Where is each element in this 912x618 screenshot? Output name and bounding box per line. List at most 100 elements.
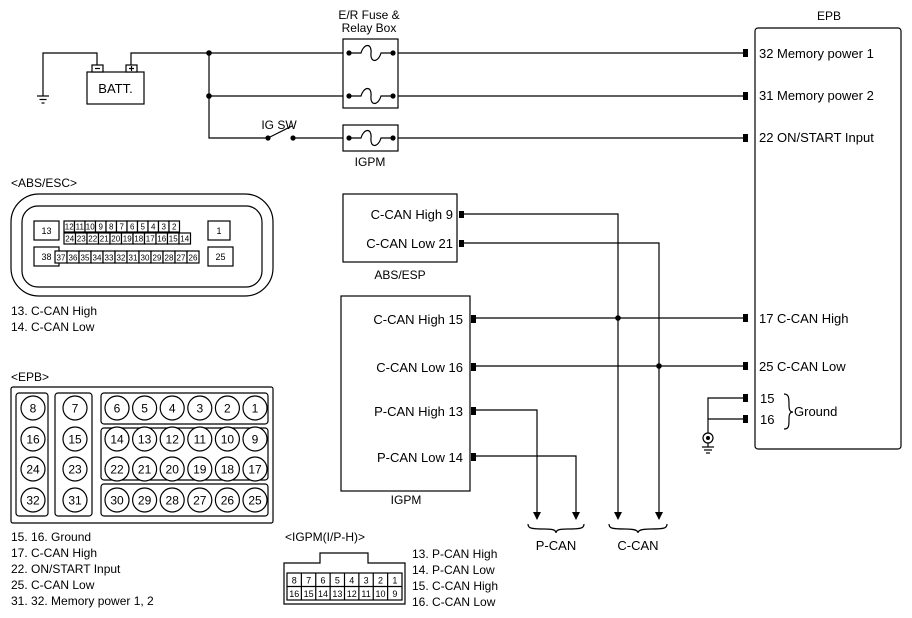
connector-pin-circle <box>242 395 268 421</box>
connector-pin-circle <box>62 395 88 421</box>
connector-pin-circle <box>159 456 185 482</box>
igpm-fuse-label: IGPM <box>355 155 386 169</box>
connector-pin-number: 26 <box>221 494 235 508</box>
connector-pin-number: 1 <box>252 402 259 416</box>
connector-pin-circle <box>214 395 240 421</box>
abs-connector-legend: 13. C-CAN High <box>11 304 97 318</box>
connector-pin-circle <box>104 426 130 452</box>
connector-pin-number: 28 <box>166 494 180 508</box>
connector-pin-number: 2 <box>172 223 177 232</box>
connector-pin-number: 9 <box>392 589 397 599</box>
igpm-pin-label: C-CAN High 15 <box>373 312 463 327</box>
connector-pin-number: 16 <box>289 589 299 599</box>
connector-pin-circle <box>159 395 185 421</box>
igpm-connector-legend: 16. C-CAN Low <box>412 595 496 609</box>
connector-pin-number: 5 <box>141 223 146 232</box>
connector-pin-box <box>178 232 192 245</box>
p-can-label: P-CAN <box>536 538 576 553</box>
epb-pin-22: 22 ON/START Input <box>759 130 874 145</box>
connector-pin-number: 27 <box>177 254 186 263</box>
connector-pin-circle <box>62 426 88 452</box>
connector-pin-number: 6 <box>320 576 325 586</box>
abs-pin-cell: 1 <box>216 226 221 236</box>
epb-connector-legend: 22. ON/START Input <box>11 562 121 576</box>
connector-pin-number: 9 <box>99 223 104 232</box>
connector-pin-number: 24 <box>26 463 40 477</box>
connector-pin-box <box>186 250 200 264</box>
epb-pin-number: 22 <box>759 130 773 145</box>
connector-pin-circle <box>159 426 185 452</box>
igpm-fuse-box: IGPM <box>342 124 399 169</box>
igpm-connector-title: <IGPM(I/P-H)> <box>285 530 365 544</box>
epb-pin-number: 15 <box>760 391 774 406</box>
abs-connector-legend: 14. C-CAN Low <box>11 320 95 334</box>
ig-switch-label: IG SW <box>261 118 297 132</box>
connector-pin-number: 8 <box>30 402 37 416</box>
connector-pin-circle <box>242 426 268 452</box>
connector-pin-circle <box>20 426 46 452</box>
abs-pin-label: C-CAN Low 21 <box>366 236 453 251</box>
abs-pin-cell: 38 <box>41 252 51 262</box>
connector-pin-number: 24 <box>65 235 74 244</box>
connector-pin-number: 15 <box>169 235 178 244</box>
igpm-pin-label: P-CAN Low 14 <box>377 450 463 465</box>
connector-pin-circle <box>187 426 213 452</box>
connector-pin-number: 3 <box>196 402 203 416</box>
can-bus-wiring: P-CAN C-CAN <box>464 213 745 553</box>
connector-pin-number: 7 <box>72 402 79 416</box>
igpm-connector-legend: 13. P-CAN High <box>412 547 497 561</box>
connector-pin-number: 35 <box>81 254 90 263</box>
connector-pin-number: 30 <box>110 494 124 508</box>
connector-pin-number: 19 <box>193 463 207 477</box>
connector-pin-number: 15 <box>304 589 314 599</box>
connector-pin-number: 26 <box>189 254 198 263</box>
connector-pin-number: 7 <box>306 576 311 586</box>
connector-pin-number: 22 <box>110 463 124 477</box>
connector-pin-number: 6 <box>114 402 121 416</box>
connector-pin-number: 11 <box>194 433 207 447</box>
connector-pin-number: 14 <box>110 433 124 447</box>
connector-pin-number: 17 <box>248 463 262 477</box>
connector-pin-number: 36 <box>69 254 78 263</box>
connector-pin-circle <box>132 487 158 513</box>
epb-pin-number: 25 <box>759 359 773 374</box>
connector-pin-number: 5 <box>335 576 340 586</box>
battery-box <box>86 71 145 105</box>
connector-pin-circle <box>187 456 213 482</box>
abs-pin-cell: 13 <box>41 226 51 236</box>
connector-pin-circle <box>132 395 158 421</box>
connector-pin-circle <box>104 456 130 482</box>
connector-pin-number: 10 <box>86 223 95 232</box>
connector-pin-number: 4 <box>151 223 156 232</box>
connector-pin-number: 31 <box>129 254 138 263</box>
abs-esp-label: ABS/ESP <box>374 268 425 282</box>
connector-pin-number: 32 <box>26 494 40 508</box>
epb-label: EPB <box>817 9 841 23</box>
abs-pin-label: C-CAN High 9 <box>371 207 453 222</box>
connector-pin-number: 4 <box>349 576 354 586</box>
connector-pin-number: 6 <box>130 223 135 232</box>
connector-pin-number: 12 <box>65 223 74 232</box>
battery-label: BATT. <box>98 81 132 96</box>
c-can-label: C-CAN <box>617 538 658 553</box>
epb-connector-legend: 25. C-CAN Low <box>11 578 95 592</box>
epb-pin-number: 16 <box>760 412 774 427</box>
connector-pin-number: 8 <box>292 576 297 586</box>
connector-pin-circle <box>62 456 88 482</box>
connector-pin-number: 33 <box>105 254 114 263</box>
connector-pin-number: 12 <box>166 433 180 447</box>
connector-pin-circle <box>20 456 46 482</box>
epb-ground-wiring <box>702 397 745 454</box>
epb-pin-label: C-CAN Low <box>777 359 846 374</box>
igpm-pin-label: P-CAN High 13 <box>374 404 463 419</box>
connector-pin-number: 5 <box>141 402 148 416</box>
connector-pin-number: 34 <box>93 254 102 263</box>
connector-pin-number: 19 <box>123 235 132 244</box>
connector-pin-number: 12 <box>347 589 357 599</box>
abs-esp-module: C-CAN High 9 C-CAN Low 21 ABS/ESP <box>342 193 464 282</box>
connector-pin-number: 21 <box>138 463 152 477</box>
